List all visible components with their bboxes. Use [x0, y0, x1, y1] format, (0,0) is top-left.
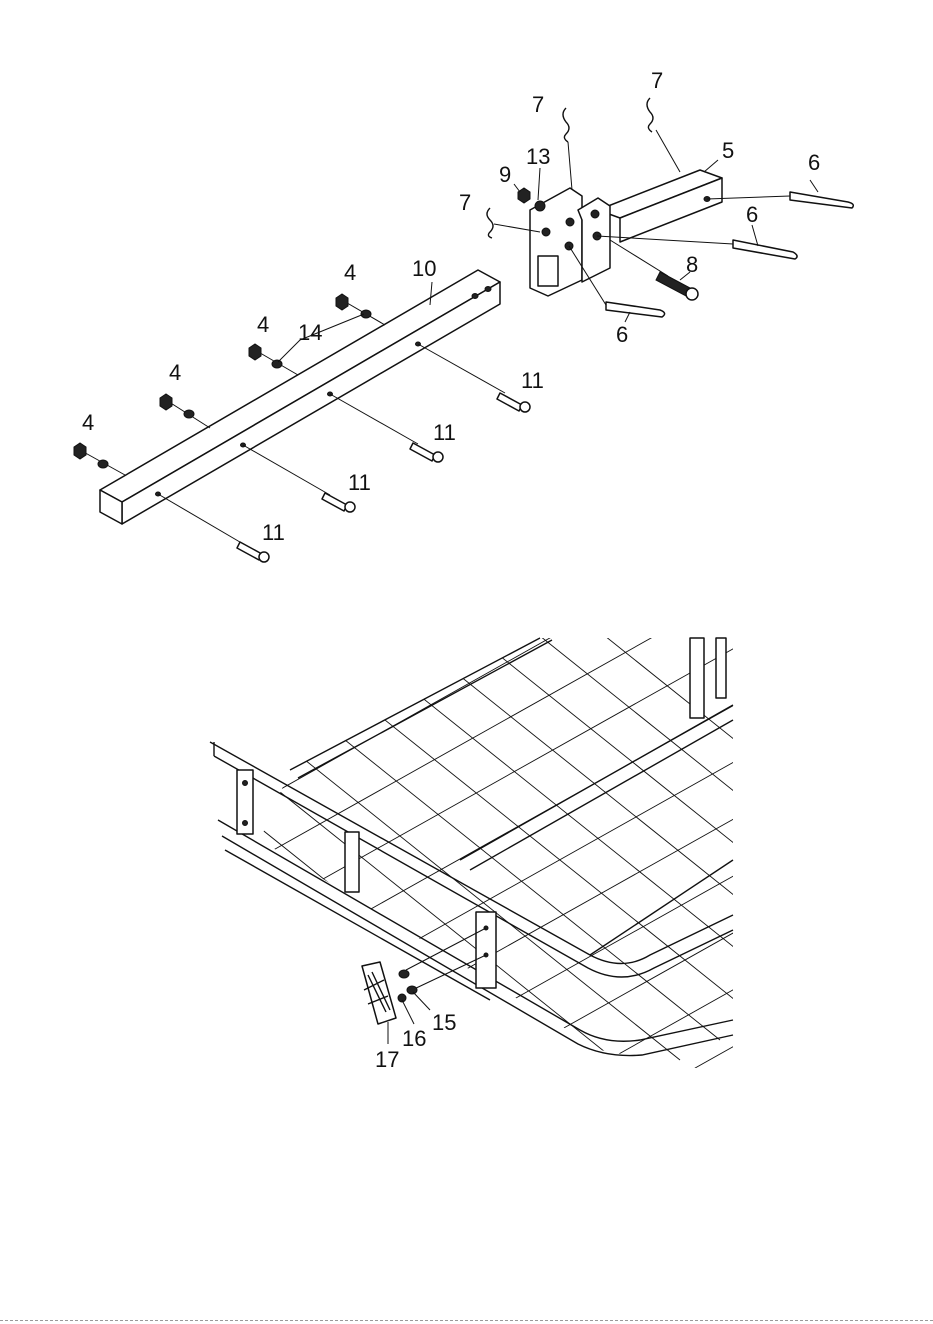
bolt-part-8 [610, 240, 698, 300]
cross-tube-part-10 [100, 270, 500, 524]
callout-15: 15 [432, 1010, 456, 1035]
callout-9: 9 [499, 162, 511, 187]
callout-11: 11 [521, 368, 544, 393]
basket-frame [210, 638, 733, 1056]
callout-14: 14 [298, 320, 322, 345]
callout-11: 11 [433, 420, 456, 445]
callout-6: 6 [808, 150, 820, 175]
callout-17: 17 [375, 1047, 399, 1072]
callout-4: 4 [82, 410, 94, 435]
callout-6: 6 [616, 322, 628, 347]
callout-11: 11 [348, 470, 371, 495]
receiver-tube-part-5 [598, 170, 722, 242]
callout-16: 16 [402, 1026, 426, 1051]
callout-5: 5 [722, 138, 734, 163]
callout-11: 11 [262, 520, 285, 545]
callout-6: 6 [746, 202, 758, 227]
basket-mesh-floor [60, 440, 933, 1200]
callout-8: 8 [686, 252, 698, 277]
callout-10: 10 [412, 256, 436, 281]
callout-4: 4 [169, 360, 181, 385]
callout-7: 7 [532, 92, 544, 117]
callout-4: 4 [257, 312, 269, 337]
callout-4: 4 [344, 260, 356, 285]
page-edge-rule [0, 1320, 933, 1321]
hitch-bracket [518, 188, 610, 296]
callout-13: 13 [526, 144, 550, 169]
hitch-assembly: 7 7 13 9 5 6 7 6 8 6 4 10 4 14 4 11 4 11… [74, 68, 853, 562]
callout-7: 7 [651, 68, 663, 93]
cargo-basket-assembly: 15 16 17 [60, 440, 933, 1200]
callout-7: 7 [459, 190, 471, 215]
